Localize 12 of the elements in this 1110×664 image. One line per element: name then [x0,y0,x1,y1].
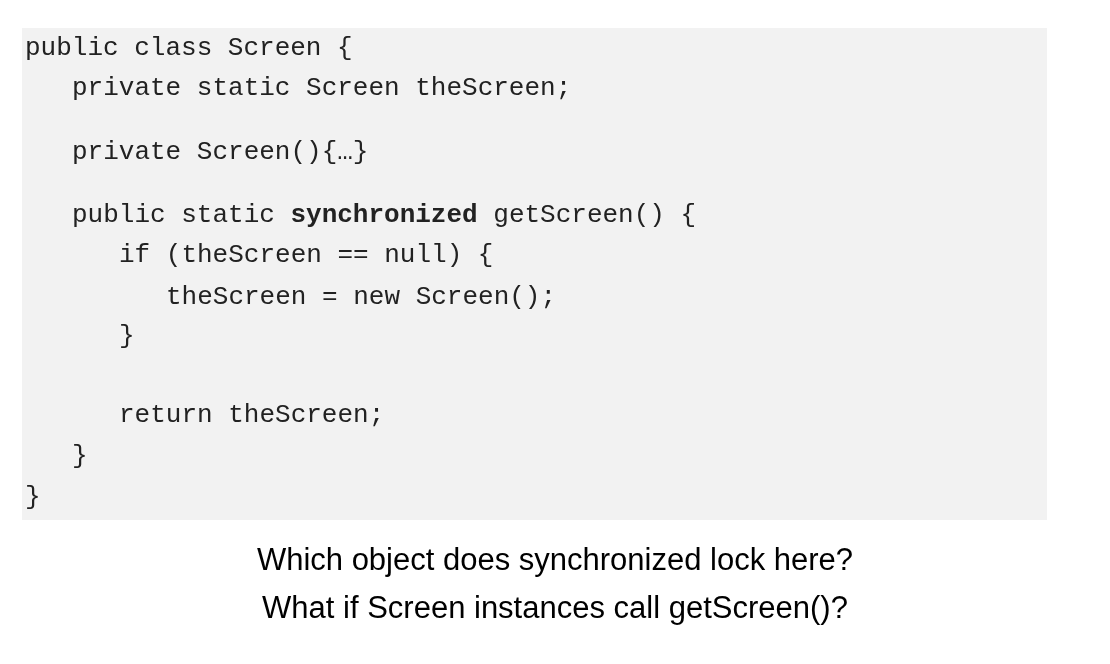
code-line: return theScreen; [119,399,385,431]
code-line: private static Screen theScreen; [72,72,572,104]
question-text: What if Screen instances call getScreen()? [262,590,848,625]
code-line: public static synchronized getScreen() { [72,199,697,231]
code-line: } [72,440,88,472]
code-line: private Screen(){…} [72,136,369,168]
code-line: public class Screen { [25,32,353,64]
code-line: } [25,481,41,513]
code-line: if (theScreen == null) { [119,239,494,271]
code-line: } [119,320,135,352]
code-line: theScreen = new Screen(); [166,281,557,313]
question-text: Which object does synchronized lock here? [256,542,854,577]
